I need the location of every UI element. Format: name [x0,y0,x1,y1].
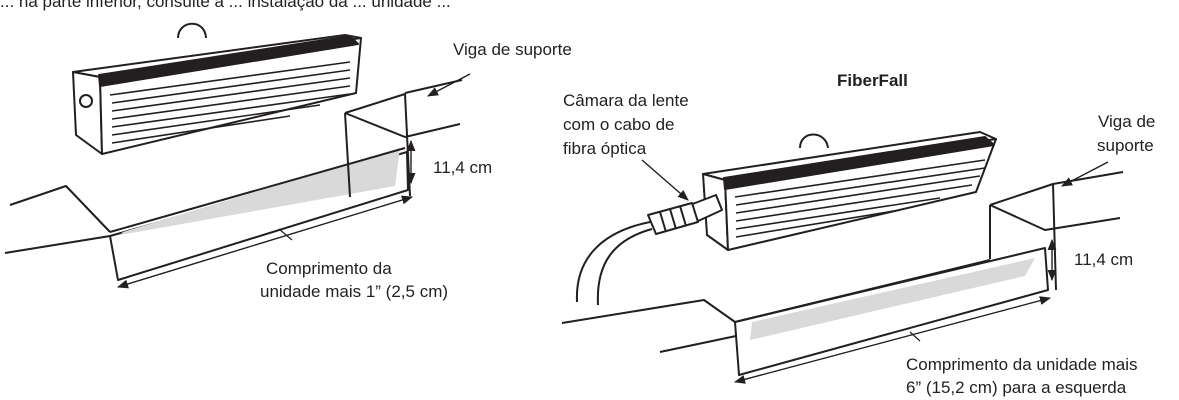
right-support-beam-label-2: suporte [1097,136,1154,155]
left-floor-back [9,185,111,233]
left-floor-front [4,235,111,254]
right-diagram [561,131,1124,384]
left-beam-top [344,112,461,138]
left-length-leader [278,228,293,241]
right-beam-leader [1061,161,1109,187]
right-length-label-2: 6” (15,2 cm) para a esquerda [906,378,1127,397]
left-diagram [4,22,471,289]
right-height-label: 11,4 cm [1074,250,1133,269]
left-fixture [72,22,362,155]
right-length-leader [909,331,921,342]
left-length-arrow [116,195,414,289]
right-support-beam-label-1: Viga de [1098,112,1155,131]
left-length-label-1: Comprimento da [266,259,392,278]
fiber-optic-cable [575,194,723,306]
left-support-beam-label: Viga de suporte [453,40,572,59]
lens-label-3: fibra óptica [563,139,647,158]
lens-label-2: com o cabo de [563,115,675,134]
lens-leader [641,159,689,201]
left-height-label: 11,4 cm [433,158,492,177]
right-beam-line [1052,171,1124,185]
left-beam-leader [427,73,471,97]
right-beam-top [989,204,1121,231]
right-fixture [702,131,997,251]
lens-label-1: Câmara da lente [563,91,689,110]
right-floor-front [659,335,737,353]
right-floor-back [561,299,736,324]
left-trough-wall-front [344,112,351,198]
left-length-label-2: unidade mais 1” (2,5 cm) [260,282,448,301]
left-beam-line [404,79,463,94]
right-length-label-1: Comprimento da unidade mais [906,355,1138,374]
fiberfall-title: FiberFall [837,71,908,90]
right-length-arrow [733,296,1052,384]
top-caption: ... na parte inferior, consulte a ... in… [0,0,451,11]
